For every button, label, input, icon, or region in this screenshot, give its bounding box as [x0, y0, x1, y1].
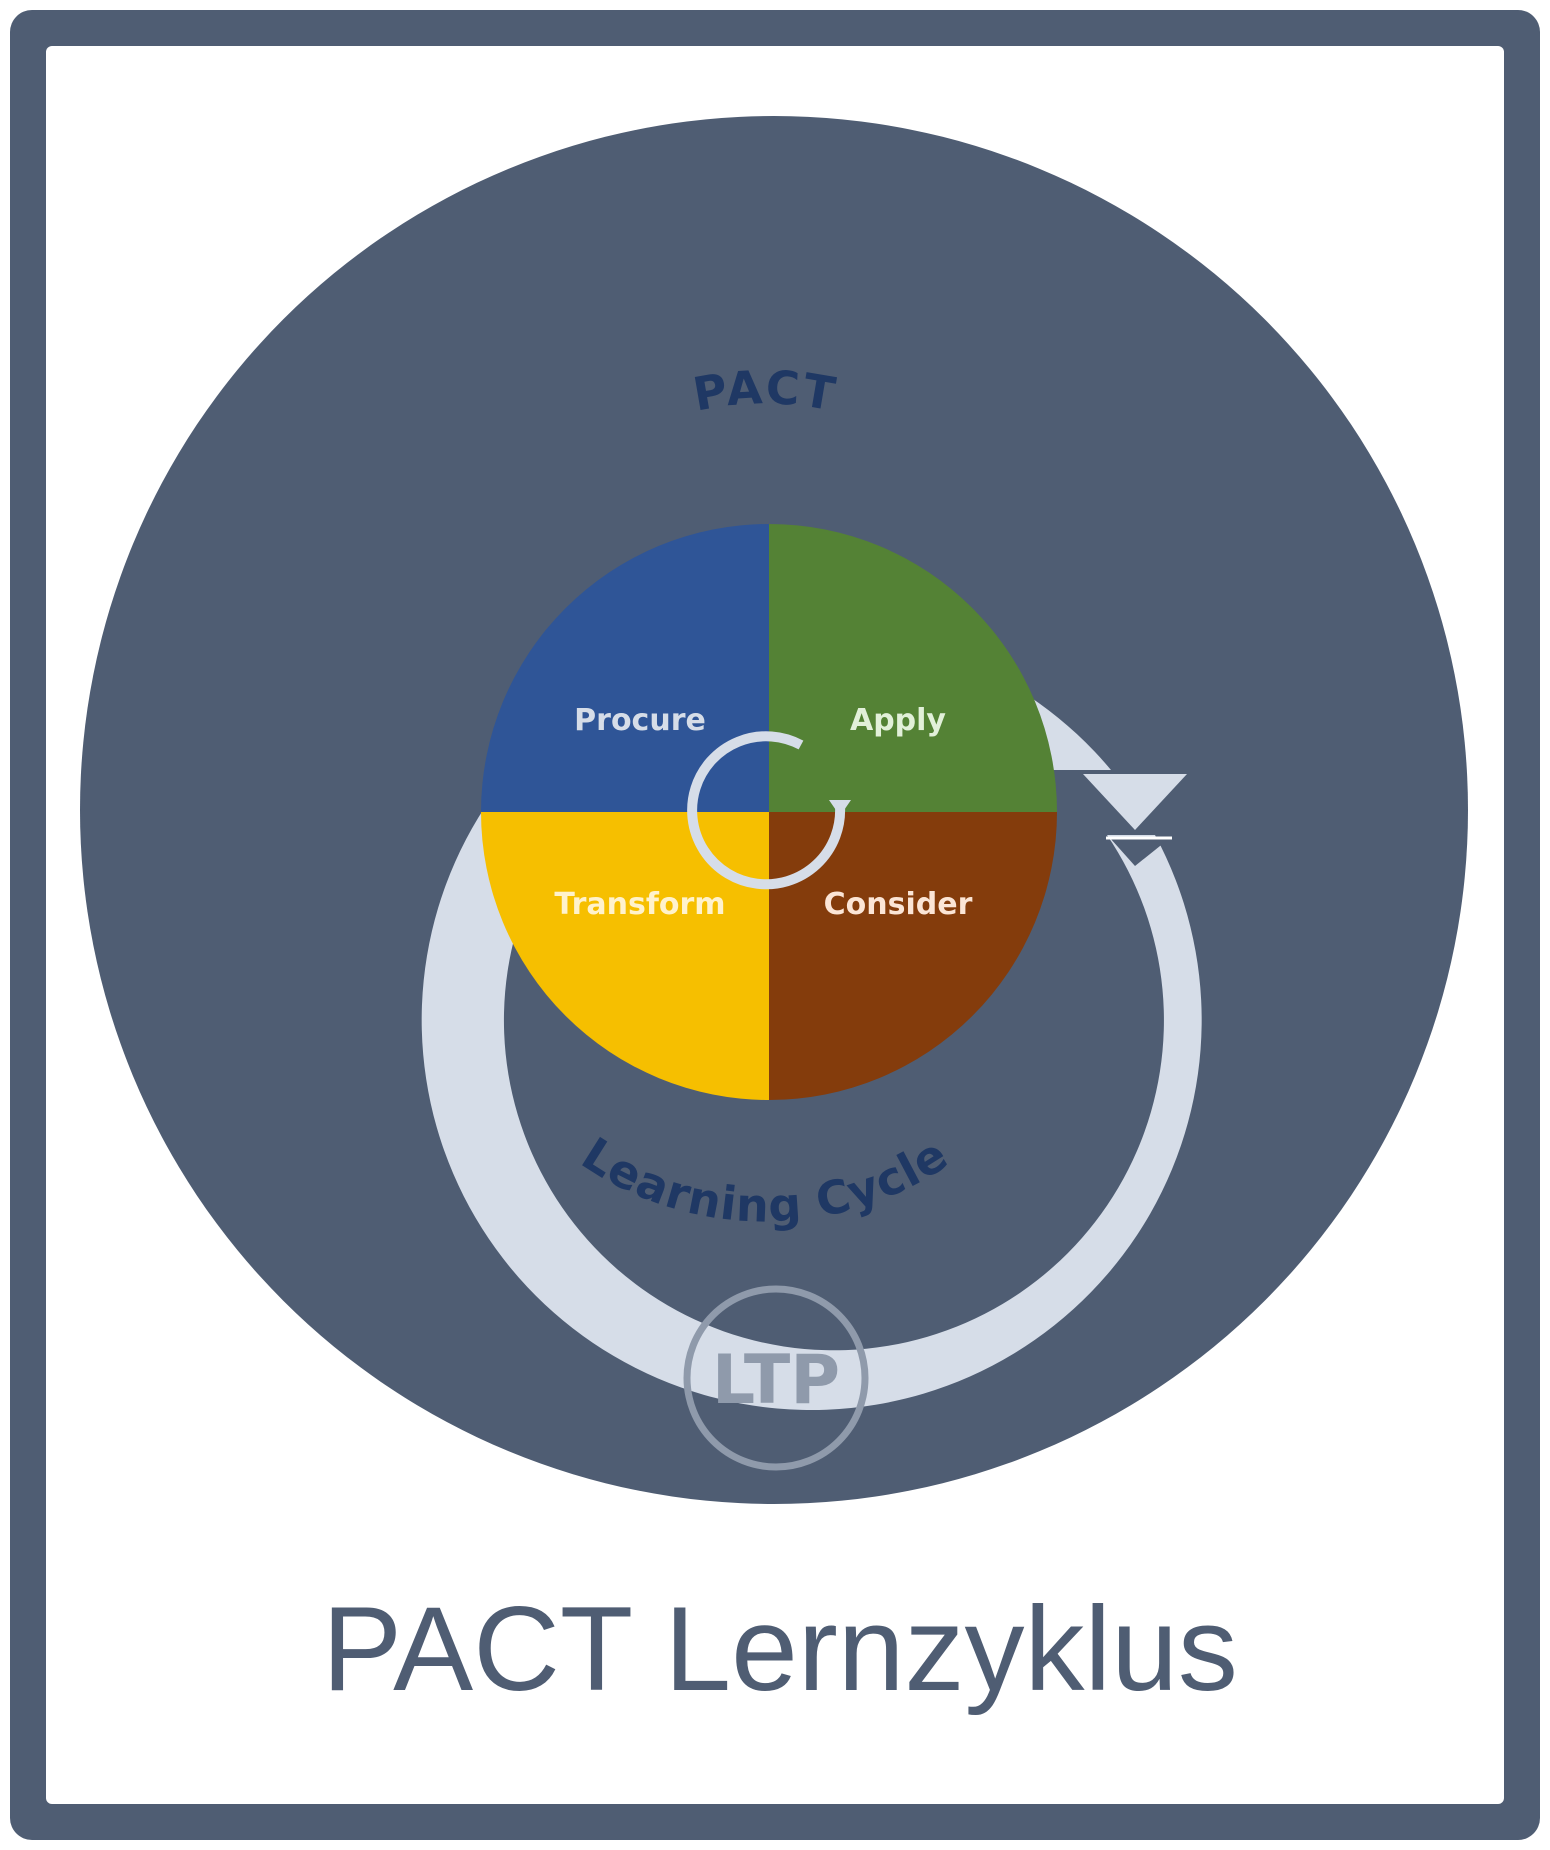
quadrant-pie	[481, 524, 1057, 1100]
quadrant-procure	[481, 524, 769, 812]
ring-arrow-head	[1083, 774, 1187, 830]
quadrant-label-consider: Consider	[824, 887, 973, 922]
quadrant-consider	[769, 812, 1057, 1100]
quadrant-label-transform: Transform	[554, 887, 725, 922]
quadrant-label-apply: Apply	[850, 703, 946, 738]
ltp-logo-text: LTP	[712, 1341, 840, 1420]
ring-arrow-notch	[1110, 838, 1170, 866]
quadrant-transform	[481, 812, 769, 1100]
cycle-arrow-icon	[687, 731, 851, 890]
quadrant-label-procure: Procure	[574, 703, 706, 738]
ltp-logo: LTP	[683, 1285, 869, 1471]
cycle-ring	[421, 630, 1202, 1411]
caption-title: PACT Lernzyklus	[322, 1582, 1238, 1716]
quadrant-apply	[769, 524, 1057, 812]
